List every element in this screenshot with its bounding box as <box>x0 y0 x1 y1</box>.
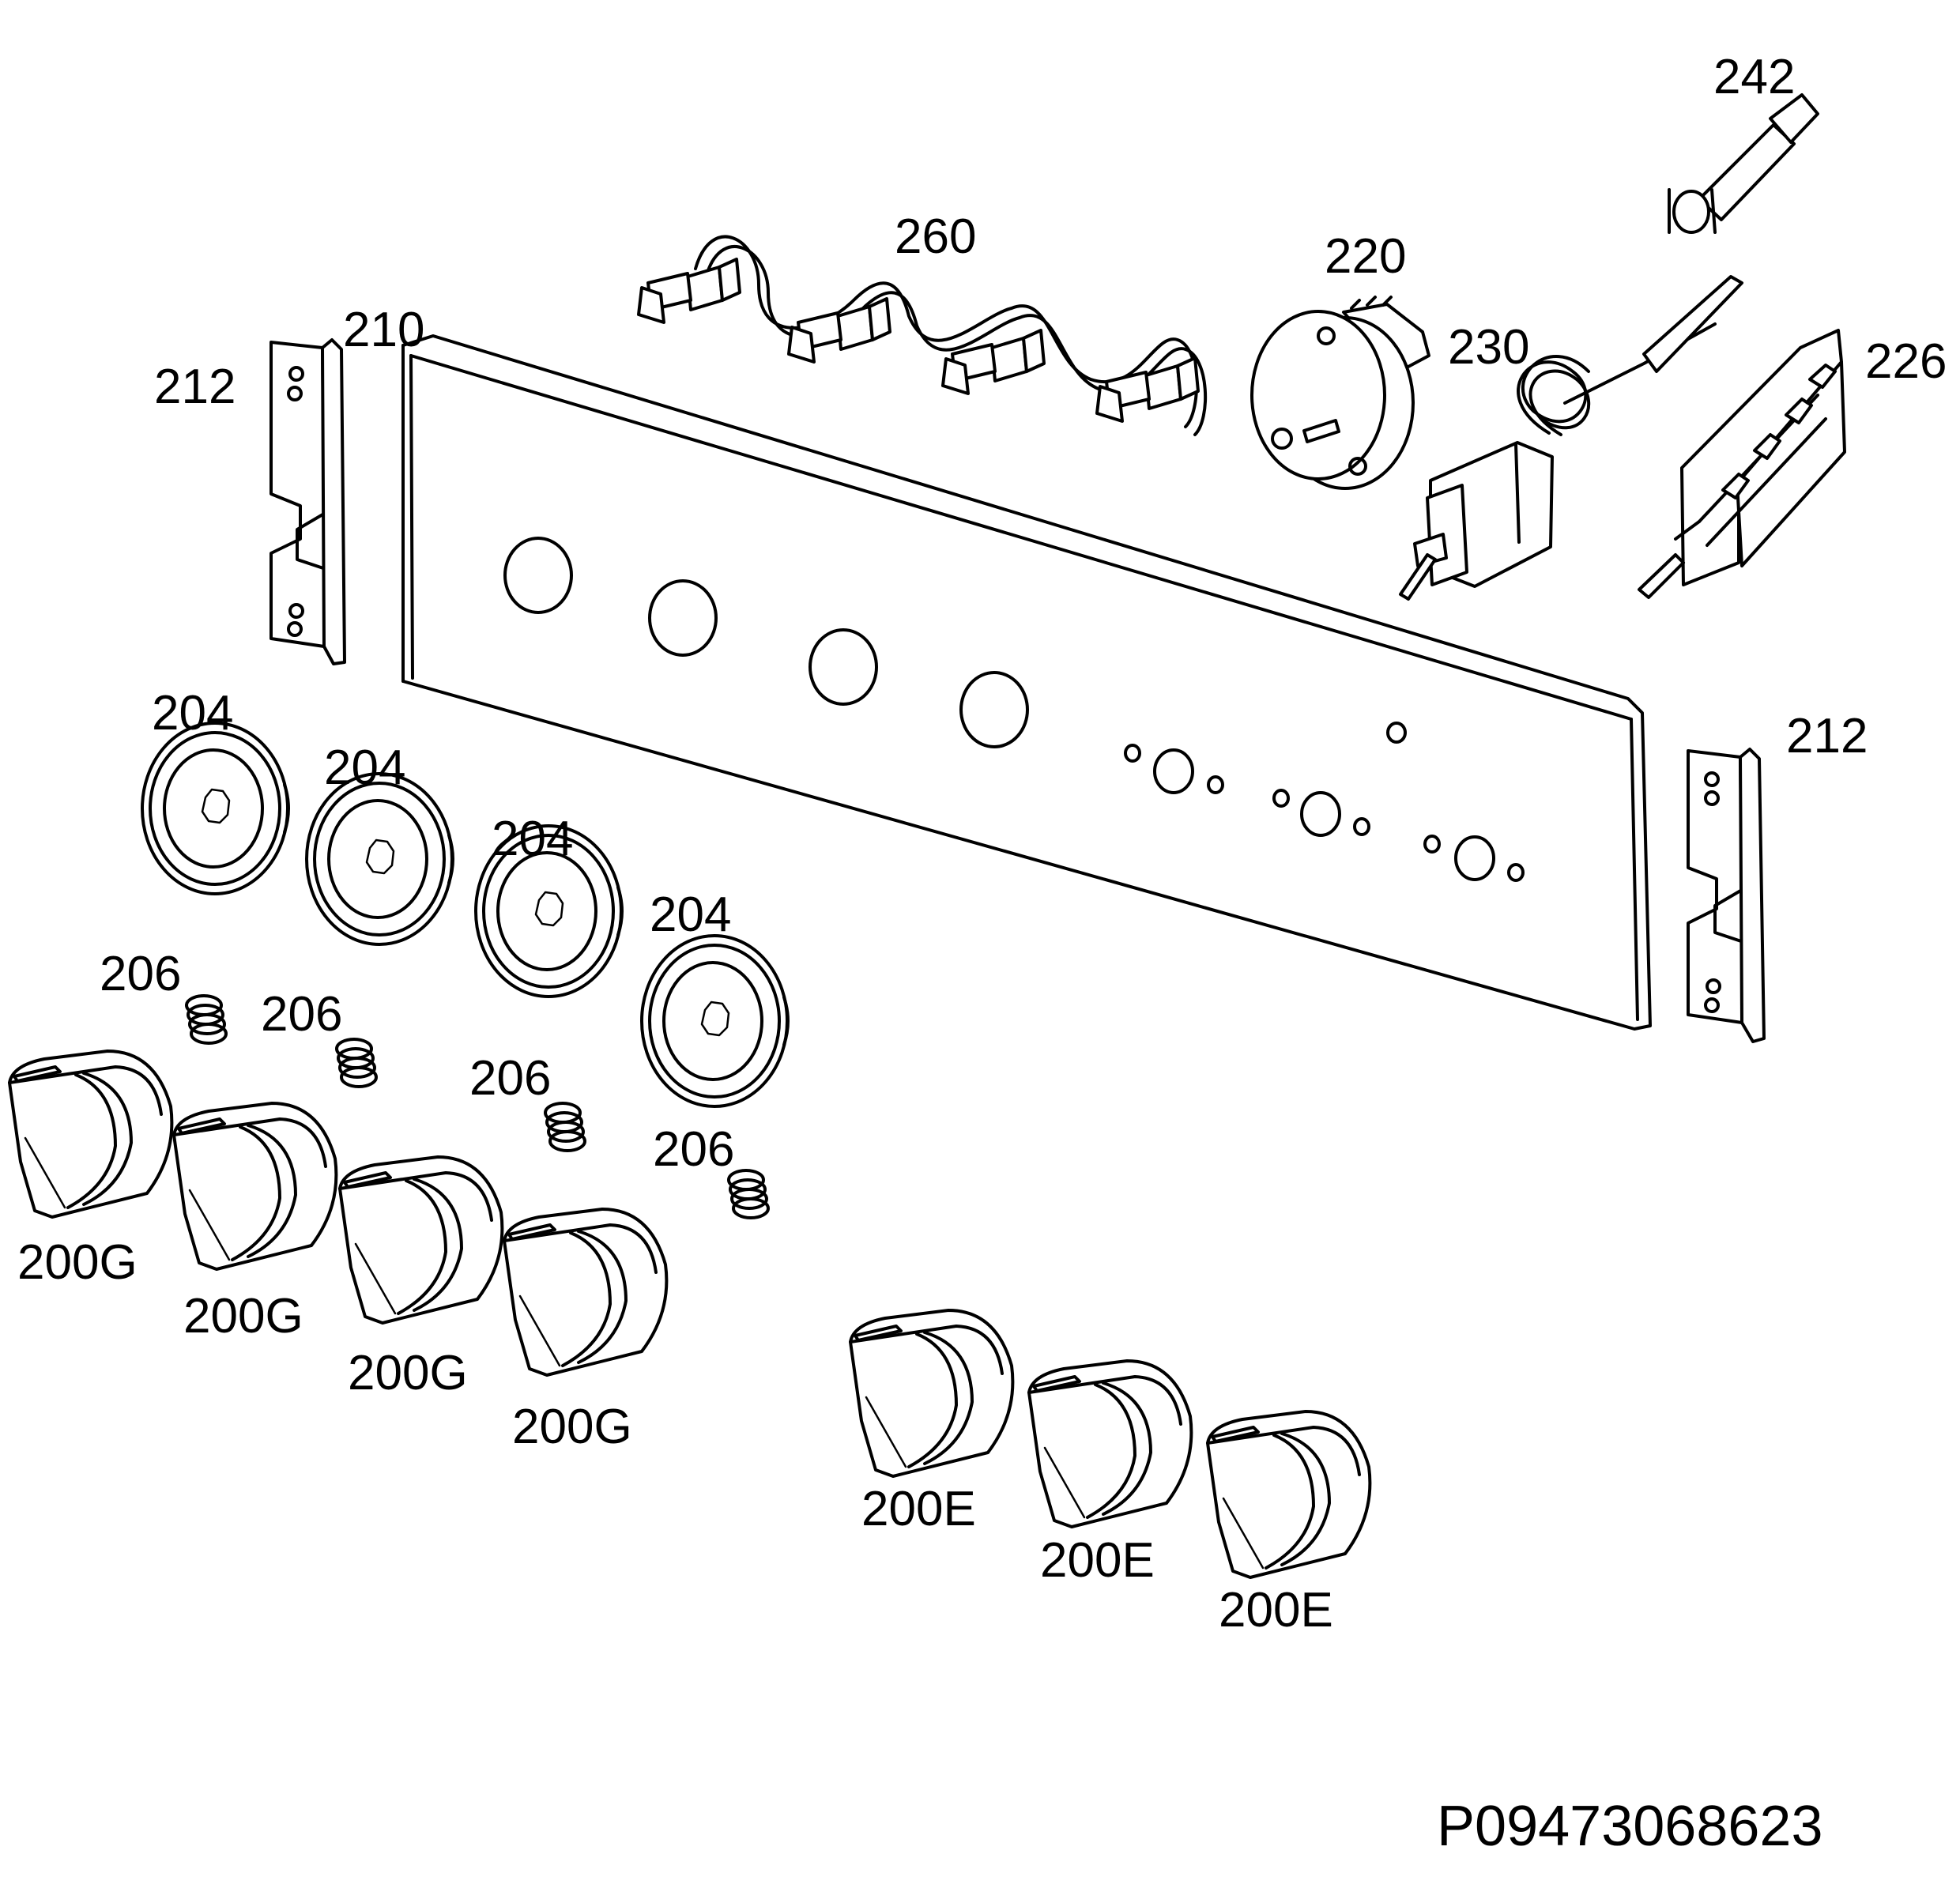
label-200G: 200G <box>17 1235 138 1290</box>
thermostat <box>1399 275 1743 601</box>
panel-knob-hole <box>1454 835 1495 881</box>
label-212-left: 212 <box>154 360 236 414</box>
gas-control-knob <box>172 1102 338 1271</box>
label-260: 260 <box>895 209 976 264</box>
selector-switch <box>1638 329 1846 599</box>
label-200G: 200G <box>183 1289 303 1343</box>
label-200E: 200E <box>1219 1583 1333 1637</box>
label-206: 206 <box>469 1051 551 1106</box>
panel-knob-hole <box>1153 748 1194 794</box>
label-200G: 200G <box>348 1346 468 1400</box>
panel-knob-hole <box>503 537 573 614</box>
side-bracket-right <box>1687 748 1766 1043</box>
knob-bezel-ring <box>305 772 454 946</box>
panel-knob-hole <box>1300 791 1341 837</box>
gas-control-knob <box>503 1208 669 1377</box>
label-230: 230 <box>1448 320 1529 375</box>
label-200E: 200E <box>861 1482 976 1536</box>
knob-bezel-ring <box>640 934 790 1108</box>
knob-spring <box>185 994 228 1045</box>
label-210: 210 <box>343 303 424 357</box>
gas-control-knob <box>8 1050 174 1219</box>
drawing-code: P09473068623 <box>1437 1795 1823 1858</box>
panel-knob-hole <box>808 628 878 706</box>
electric-control-knob <box>1027 1359 1193 1528</box>
knob-spring <box>335 1038 378 1088</box>
ignition-switch <box>1668 93 1819 234</box>
label-204: 204 <box>492 812 573 866</box>
label-206: 206 <box>653 1122 734 1177</box>
electric-control-knob <box>849 1309 1015 1478</box>
label-204: 204 <box>324 741 405 795</box>
label-212-right: 212 <box>1786 709 1868 763</box>
electric-control-knob <box>1206 1410 1372 1579</box>
timer <box>1250 296 1430 490</box>
label-220: 220 <box>1325 229 1406 284</box>
knob-spring <box>727 1169 770 1219</box>
gas-control-knob <box>338 1155 504 1325</box>
knob-bezel-ring <box>141 722 290 895</box>
side-bracket-left <box>270 338 346 665</box>
label-200G: 200G <box>512 1400 632 1454</box>
label-200E: 200E <box>1040 1533 1155 1588</box>
wiring-harness <box>637 235 1208 436</box>
label-206: 206 <box>100 947 181 1001</box>
knob-spring <box>544 1102 586 1152</box>
label-242: 242 <box>1713 50 1795 104</box>
label-204: 204 <box>650 887 731 942</box>
panel-knob-hole <box>648 579 718 657</box>
label-226: 226 <box>1865 334 1947 389</box>
panel-knob-hole <box>959 671 1029 748</box>
control-panel <box>401 334 1652 1031</box>
label-206: 206 <box>261 987 342 1042</box>
label-204: 204 <box>152 686 233 741</box>
